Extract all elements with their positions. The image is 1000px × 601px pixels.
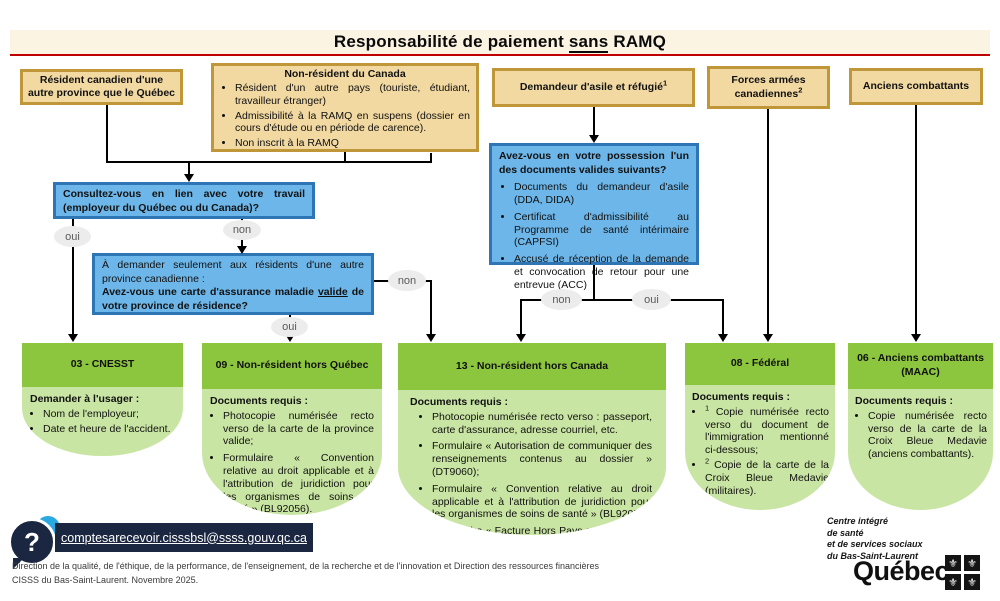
connector-line xyxy=(520,299,522,336)
question-valid-documents: Avez-vous en votre possession l'un des d… xyxy=(489,143,699,291)
box-asylum-refugee: Demandeur d'asile et réfugié1 xyxy=(492,68,695,107)
bullet: Formulaire « Autorisation de communiquer… xyxy=(432,440,652,478)
box-canadian-forces: Forces armées canadiennes2 xyxy=(707,66,830,109)
arrowhead-down xyxy=(285,334,295,342)
connector-line xyxy=(520,299,724,301)
outcome-title: 06 - Anciens combattants (MAAC) xyxy=(848,343,993,389)
bullet: Photocopie numérisée recto verso de la c… xyxy=(223,410,374,448)
arrowhead-down xyxy=(589,135,599,143)
title-band: Responsabilité de paiement sans RAMQ xyxy=(10,30,990,56)
outcome-title: 09 - Non-résident hors Québec xyxy=(202,343,382,389)
fleur-de-lis-icon: ⚜ xyxy=(964,555,980,571)
connector-line xyxy=(344,152,346,163)
bullet: Résident d'un autre pays (touriste, étud… xyxy=(235,82,470,108)
outcome-subtitle: Documents requis : xyxy=(410,396,509,408)
bullet: Formulaire « Convention relative au droi… xyxy=(432,483,652,521)
arrowhead-down xyxy=(68,334,78,342)
connector-line xyxy=(106,105,108,163)
bullet: 1 Copie numérisée recto verso du documen… xyxy=(705,404,829,457)
credit-line: Direction de la qualité, de l'éthique, d… xyxy=(12,561,599,571)
question-work: Consultez-vous en lien avec votre travai… xyxy=(53,182,315,219)
contact-email-link[interactable]: comptesarecevoir.cisssbsl@ssss.gouv.qc.c… xyxy=(61,530,307,545)
outcome-title: 08 - Fédéral xyxy=(685,343,835,385)
quebec-wordmark: Québec xyxy=(853,556,950,586)
connector-line xyxy=(188,161,190,175)
fleur-de-lis-icon: ⚜ xyxy=(945,555,961,571)
org-name: Centre intégré de santé et de services s… xyxy=(827,516,923,562)
outcome-federal: 08 - Fédéral Documents requis : 1 Copie … xyxy=(685,343,835,510)
bullet: Nom de l'employeur; xyxy=(43,408,175,421)
outcome-subtitle: Documents requis : xyxy=(210,395,309,407)
outcome-hors-canada: 13 - Non-résident hors Canada Documents … xyxy=(398,343,666,535)
bullet: Formulaire « Facture Hors Pays sans RAMQ… xyxy=(432,525,652,535)
speech-bubble-tail xyxy=(13,558,24,569)
box-resident-other-province: Résident canadien d'une autre province q… xyxy=(20,69,183,105)
label-non: non xyxy=(388,270,426,291)
arrowhead-down xyxy=(426,334,436,342)
connector-line xyxy=(915,105,917,336)
bullet: Non inscrit à la RAMQ xyxy=(235,137,470,150)
credit-line: CISSS du Bas-Saint-Laurent. Novembre 202… xyxy=(12,574,199,585)
bullet: Admissibilité à la RAMQ en suspens (doss… xyxy=(235,110,470,136)
question-title: Avez-vous en votre possession l'un des d… xyxy=(499,150,689,176)
arrowhead-down xyxy=(237,246,247,254)
bullet: Date et heure de l'accident. xyxy=(43,423,175,436)
page-title: Responsabilité de paiement sans RAMQ xyxy=(333,32,667,53)
fleur-de-lis-icon: ⚜ xyxy=(945,574,961,590)
question-valid-card: À demander seulement aux résidents d'une… xyxy=(92,253,374,315)
outcome-subtitle: Documents requis : xyxy=(855,395,954,407)
connector-line xyxy=(593,265,595,301)
outcome-title: 03 - CNESST xyxy=(22,343,183,387)
outcome-title: 13 - Non-résident hors Canada xyxy=(398,343,666,390)
bullet: Certificat d'admissibilité au Programme … xyxy=(514,211,689,249)
bullet: 2 Copie de la carte de la Croix Bleue Me… xyxy=(705,457,829,497)
label-non: non xyxy=(541,289,582,310)
box-non-resident-title: Non-résident du Canada xyxy=(284,68,406,80)
contact-email-bar: comptesarecevoir.cisssbsl@ssss.gouv.qc.c… xyxy=(55,523,313,552)
label-oui: oui xyxy=(632,289,671,310)
bullet: Copie numérisée recto verso de la carte … xyxy=(868,410,987,461)
bullet: Accusé de réception de la demande et con… xyxy=(514,253,689,291)
arrowhead-down xyxy=(763,334,773,342)
connector-line xyxy=(767,109,769,336)
outcome-subtitle: Documents requis : xyxy=(692,391,791,403)
outcome-subtitle: Demander à l'usager : xyxy=(30,393,140,405)
quebec-flag-icon: ⚜ ⚜ ⚜ ⚜ xyxy=(945,555,980,590)
box-non-resident-canada: Non-résident du Canada Résident d'un aut… xyxy=(211,63,479,152)
bullet: Photocopie numérisée recto verso : passe… xyxy=(432,411,652,437)
arrowhead-down xyxy=(911,334,921,342)
connector-line xyxy=(106,161,432,163)
connector-line xyxy=(430,280,432,336)
label-non: non xyxy=(223,220,261,240)
arrowhead-down xyxy=(516,334,526,342)
connector-line xyxy=(722,299,724,336)
connector-line xyxy=(430,153,432,163)
connector-line xyxy=(593,107,595,137)
arrowhead-down xyxy=(718,334,728,342)
bullet: Documents du demandeur d'asile (DDA, DID… xyxy=(514,181,689,207)
fleur-de-lis-icon: ⚜ xyxy=(964,574,980,590)
credits: Direction de la qualité, de l'éthique, d… xyxy=(12,560,652,588)
connector-line xyxy=(72,219,74,335)
outcome-hors-quebec: 09 - Non-résident hors Québec Documents … xyxy=(202,343,382,515)
box-veterans: Anciens combattants xyxy=(849,68,983,105)
label-oui: oui xyxy=(54,226,91,247)
arrowhead-down xyxy=(184,174,194,182)
bullet: Formulaire « Convention relative au droi… xyxy=(223,452,374,515)
outcome-veterans: 06 - Anciens combattants (MAAC) Document… xyxy=(848,343,993,510)
outcome-cnesst: 03 - CNESST Demander à l'usager : Nom de… xyxy=(22,343,183,456)
label-oui: oui xyxy=(271,317,308,337)
